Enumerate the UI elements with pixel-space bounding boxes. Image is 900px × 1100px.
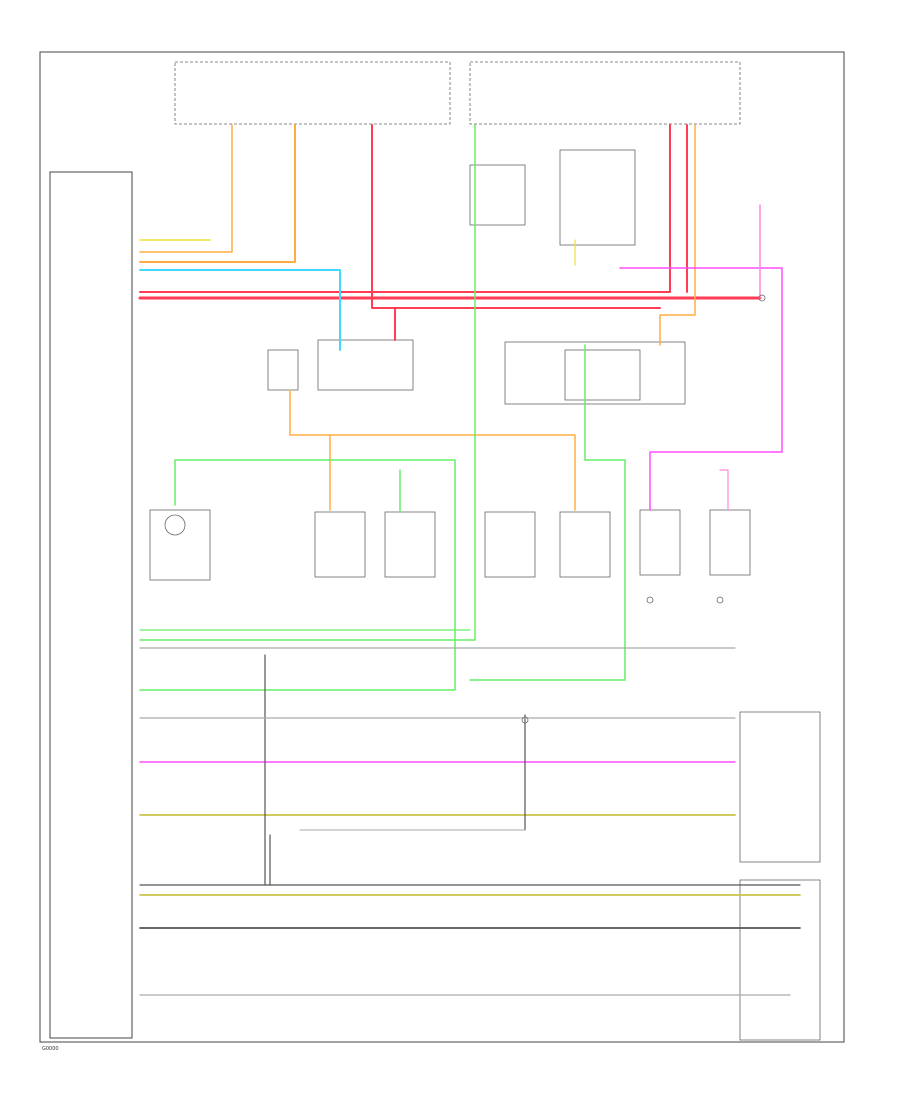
switch-module-right	[504, 341, 686, 405]
wire-orange-6	[139, 124, 233, 253]
wire-magenta-19	[619, 267, 783, 511]
wire-pink-21	[719, 469, 729, 511]
headlamp-switch-box	[469, 149, 636, 246]
wire-green-14	[469, 344, 626, 681]
wire-orange-7	[289, 389, 576, 511]
footer-code-left: G0000	[42, 1046, 59, 1052]
control-module-box	[49, 171, 133, 1039]
fuse-block-top	[174, 61, 741, 125]
dimmer-module-right	[739, 711, 821, 1041]
ground-symbols	[164, 294, 766, 724]
wire-cyan-10	[139, 269, 341, 351]
wire-green-11	[139, 459, 456, 691]
diagram-frame	[39, 51, 845, 1043]
lamp-assemblies	[149, 509, 751, 581]
wire-orange-5	[139, 124, 296, 263]
relay-box-center	[267, 339, 414, 391]
wire-green-12	[139, 124, 476, 641]
wire-traces	[138, 124, 801, 996]
wire-red-2	[371, 124, 661, 309]
wire-red-1	[139, 124, 671, 293]
wire-orange-8	[659, 124, 696, 346]
